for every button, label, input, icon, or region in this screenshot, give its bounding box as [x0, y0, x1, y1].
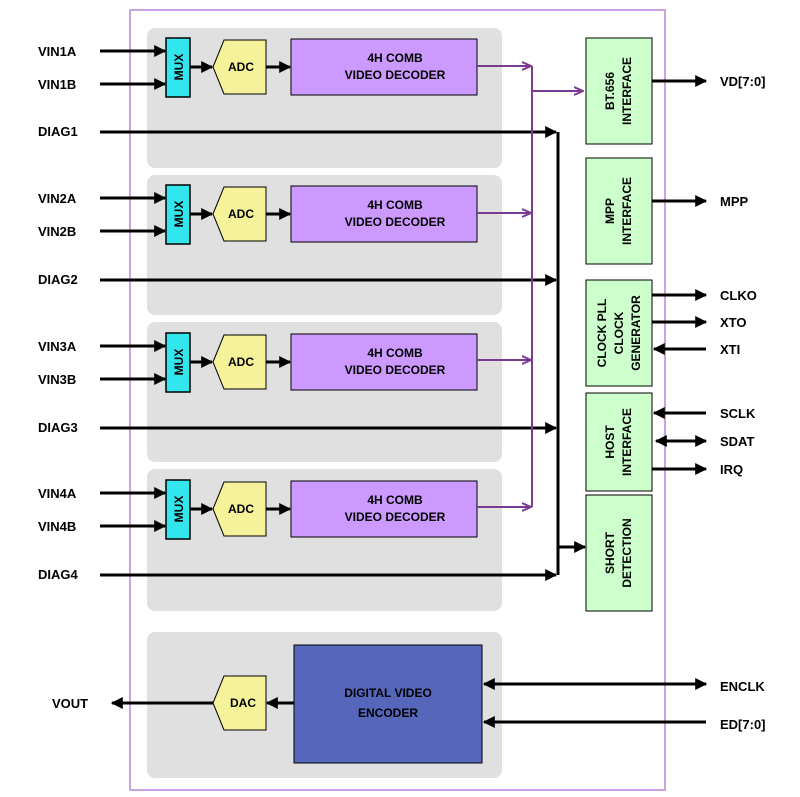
- decoder-3-line1: 4H COMB: [367, 346, 423, 360]
- vin3b-label: VIN3B: [38, 372, 76, 387]
- bt656-line1: BT.656: [603, 72, 617, 110]
- mpp-line2: INTERFACE: [620, 177, 634, 245]
- host-line1: HOST: [603, 425, 617, 459]
- diag1-label: DIAG1: [38, 124, 78, 139]
- sclk-label: SCLK: [720, 406, 756, 421]
- decoder-1-line1: 4H COMB: [367, 51, 423, 65]
- vout-label: VOUT: [52, 696, 88, 711]
- short-detection: [585, 494, 653, 612]
- host-interface: [585, 392, 653, 492]
- clock-line1: CLOCK PLL: [595, 299, 609, 368]
- encoder-line1: DIGITAL VIDEO: [344, 686, 432, 700]
- short-line1: SHORT: [603, 531, 617, 574]
- clock-line2: CLOCK: [612, 311, 626, 354]
- xto-label: XTO: [720, 315, 747, 330]
- mpp-out-label: MPP: [720, 194, 749, 209]
- sdat-label: SDAT: [720, 434, 754, 449]
- bt656-interface: [585, 37, 653, 145]
- adc-2-label: ADC: [228, 207, 254, 221]
- adc-1-label: ADC: [228, 60, 254, 74]
- enclk-label: ENCLK: [720, 679, 765, 694]
- diag4-label: DIAG4: [38, 567, 79, 582]
- decoder-2-line1: 4H COMB: [367, 198, 423, 212]
- adc-4-label: ADC: [228, 502, 254, 516]
- decoder-2-line2: VIDEO DECODER: [345, 215, 446, 229]
- diag2-label: DIAG2: [38, 272, 78, 287]
- clock-generator: [585, 279, 653, 387]
- irq-label: IRQ: [720, 462, 743, 477]
- diag3-label: DIAG3: [38, 420, 78, 435]
- vin2b-label: VIN2B: [38, 224, 76, 239]
- vd-label: VD[7:0]: [720, 74, 766, 89]
- vin3a-label: VIN3A: [38, 339, 77, 354]
- vin4a-label: VIN4A: [38, 486, 77, 501]
- encoder-line2: ENCODER: [358, 706, 418, 720]
- mux-1-label: MUX: [172, 54, 186, 81]
- decoder-4-line1: 4H COMB: [367, 493, 423, 507]
- xti-label: XTI: [720, 342, 740, 357]
- dac: [212, 675, 267, 731]
- clko-label: CLKO: [720, 288, 757, 303]
- adc-3-label: ADC: [228, 355, 254, 369]
- decoder-4-line2: VIDEO DECODER: [345, 510, 446, 524]
- mux-2-label: MUX: [172, 201, 186, 228]
- dac-label: DAC: [230, 696, 256, 710]
- decoder-2: [290, 185, 478, 243]
- decoder-3-line2: VIDEO DECODER: [345, 363, 446, 377]
- clock-line3: GENERATOR: [629, 295, 643, 371]
- mpp-interface: [585, 157, 653, 265]
- decoder-3: [290, 333, 478, 391]
- mux-4-label: MUX: [172, 496, 186, 523]
- decoder-4: [290, 480, 478, 538]
- vin1b-label: VIN1B: [38, 77, 76, 92]
- host-line2: INTERFACE: [620, 408, 634, 476]
- mux-3-label: MUX: [172, 349, 186, 376]
- bt656-line2: INTERFACE: [620, 57, 634, 125]
- vin1a-label: VIN1A: [38, 44, 77, 59]
- short-line2: DETECTION: [620, 518, 634, 587]
- vin4b-label: VIN4B: [38, 519, 76, 534]
- digital-video-encoder: [293, 644, 483, 764]
- mux-4: [165, 479, 191, 540]
- ed-label: ED[7:0]: [720, 717, 766, 732]
- mpp-line1: MPP: [603, 198, 617, 224]
- vin2a-label: VIN2A: [38, 191, 77, 206]
- decoder-1-line2: VIDEO DECODER: [345, 68, 446, 82]
- decoder-1: [290, 38, 478, 96]
